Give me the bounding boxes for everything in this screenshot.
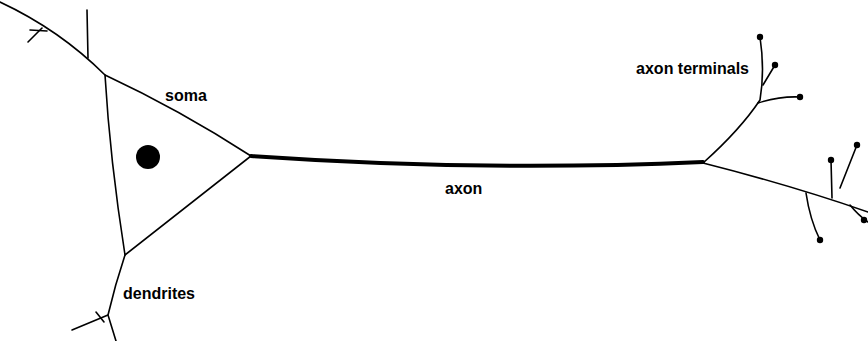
terminal-dot — [854, 142, 860, 148]
terminal-branch — [831, 160, 832, 198]
part-label: axon — [445, 180, 482, 198]
terminal-branch — [758, 97, 800, 103]
terminal-branch — [703, 37, 763, 163]
terminal-branch — [763, 65, 775, 85]
terminal-branch — [703, 163, 868, 212]
dendrite-branch — [0, 2, 105, 75]
terminal-dot — [797, 94, 803, 100]
terminal-dot — [817, 237, 823, 243]
dendrite-branch — [72, 315, 108, 330]
part-label: soma — [165, 87, 207, 105]
axon-line — [251, 156, 703, 166]
soma-outline — [105, 75, 251, 255]
terminal-branch — [806, 193, 820, 240]
part-label: axon terminals — [636, 60, 749, 78]
dendrite-branch — [87, 10, 88, 58]
nucleus — [136, 145, 160, 169]
dendrite-branch — [30, 30, 47, 31]
terminal-dot — [772, 62, 778, 68]
dendrite-branch — [108, 255, 125, 341]
terminal-dot — [861, 217, 867, 223]
part-label: dendrites — [123, 285, 195, 303]
terminal-dot — [757, 34, 763, 40]
dendrite-branch — [96, 312, 104, 322]
terminal-dot — [828, 157, 834, 163]
terminal-branch — [840, 145, 857, 188]
